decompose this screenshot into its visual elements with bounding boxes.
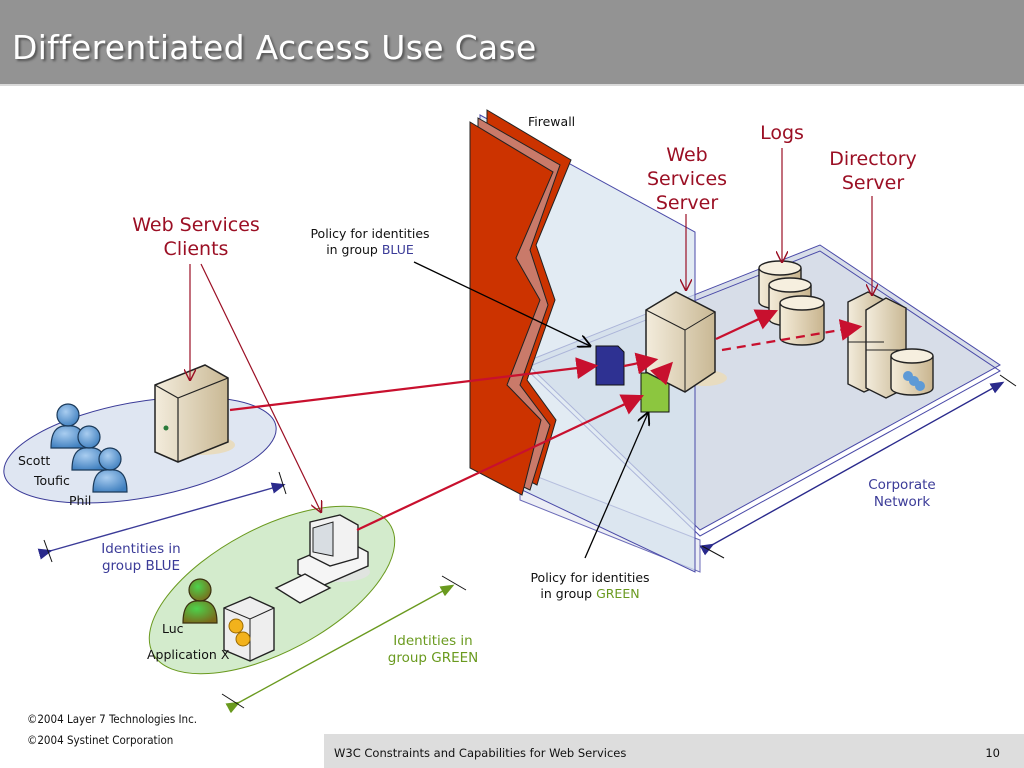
slide-header: Differentiated Access Use Case: [0, 0, 1024, 86]
blue-users-icon: [50, 403, 128, 493]
label-line: Directory: [829, 148, 917, 170]
label-line: Identities in: [393, 633, 473, 649]
label-text: in group: [540, 585, 597, 601]
web-services-clients-label: Web Services Clients: [116, 214, 276, 262]
workstation-icon: [274, 514, 370, 604]
slide-title: Differentiated Access Use Case: [12, 28, 537, 67]
label-line: Server: [841, 171, 905, 194]
user-name-luc: Luc: [162, 621, 184, 636]
logs-label: Logs: [760, 122, 804, 144]
label-line: Clients: [163, 237, 229, 260]
application-x-icon: [223, 596, 275, 662]
identities-blue-label: Identities in group BLUE: [86, 541, 196, 575]
policy-blue-label: Policy for identities in group BLUE: [300, 226, 440, 257]
copyright-systinet: ©2004 Systinet Corporation: [27, 733, 174, 747]
green-group-ellipse: [148, 505, 396, 675]
directory-server-icon: [847, 291, 934, 399]
label-line: Policy for identities: [310, 226, 430, 241]
firewall-label: Firewall: [528, 114, 576, 129]
label-line: group BLUE: [101, 557, 181, 574]
label-line: Server: [655, 191, 719, 214]
label-line: Policy for identities: [530, 570, 650, 585]
identities-green-label: Identities in group GREEN: [373, 633, 493, 667]
client-to-policy-arrow: [229, 357, 599, 412]
policy-green-label: Policy for identities in group GREEN: [520, 570, 660, 601]
luc-user-icon: [182, 578, 218, 624]
workstation-to-policy-arrow: [356, 394, 644, 531]
user-name-toufic: Toufic: [34, 473, 70, 488]
presentation-title: W3C Constraints and Capabilities for Web…: [334, 746, 627, 760]
policy-green-to-server-arrow: [649, 361, 673, 386]
label-line: Web: [666, 144, 708, 166]
blue-group-ellipse: [3, 396, 277, 504]
policy-blue-document-icon: [595, 345, 625, 386]
corporate-network-dimension: [699, 374, 1017, 559]
page-number: 10: [985, 746, 1000, 760]
client-server-icon: [154, 364, 235, 463]
user-name-phil: Phil: [69, 493, 92, 508]
identities-green-dimension: [221, 575, 467, 714]
server-to-logs-arrow: [715, 309, 778, 340]
group-name: GREEN: [596, 585, 640, 601]
application-name: Application X: [147, 647, 230, 662]
copyright-layer7: ©2004 Layer 7 Technologies Inc.: [27, 712, 198, 726]
label-line: in group BLUE: [300, 242, 440, 258]
group-name: BLUE: [381, 241, 414, 257]
server-to-directory-arrow: [721, 319, 863, 352]
label-line: in group GREEN: [520, 586, 660, 602]
label-line: Identities in: [101, 541, 181, 557]
callout-policy-blue: [413, 261, 590, 346]
label-line: Corporate: [868, 477, 936, 493]
label-line: group GREEN: [387, 649, 479, 666]
label-line: Services: [646, 167, 728, 190]
directory-server-label: Directory Server: [815, 148, 931, 196]
policy-blue-to-server-arrow: [623, 352, 659, 375]
label-line: Web Services: [132, 214, 260, 236]
callout-ws-clients-workstation: [200, 263, 321, 512]
callout-policy-green: [584, 413, 648, 559]
label-line: Network: [873, 493, 931, 510]
web-services-server-label: Web Services Server: [636, 144, 738, 215]
identities-blue-dimension: [37, 471, 287, 563]
firewall-icon: [469, 109, 572, 496]
logs-database-icon: [758, 260, 825, 346]
label-text: in group: [326, 241, 382, 257]
corporate-network-label: Corporate Network: [856, 477, 948, 511]
footer-bar: W3C Constraints and Capabilities for Web…: [324, 734, 1024, 768]
user-name-scott: Scott: [18, 453, 51, 468]
